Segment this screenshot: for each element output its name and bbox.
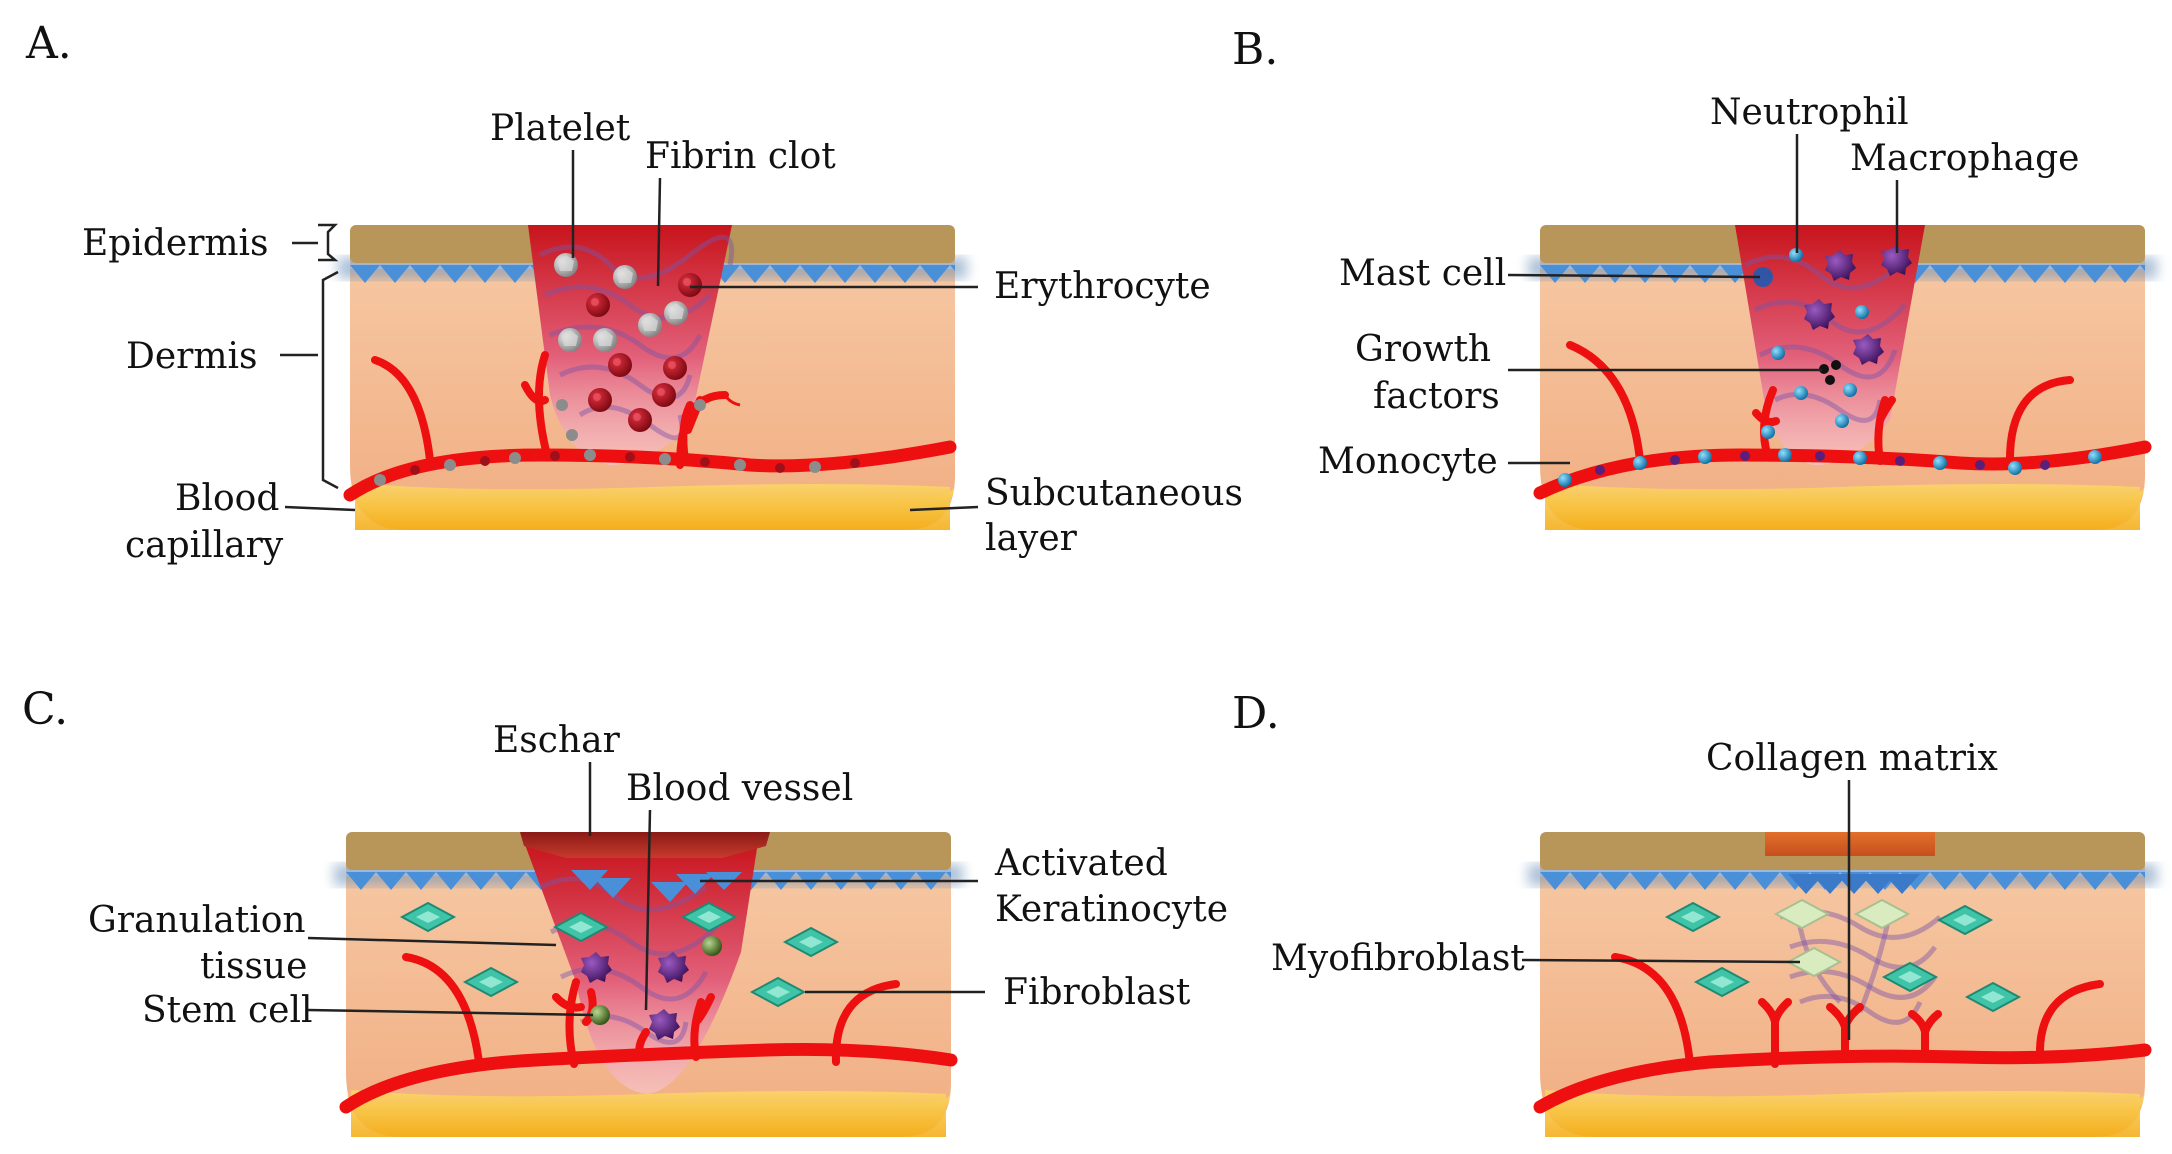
panel-a: A. bbox=[25, 18, 1243, 566]
label-tissue: tissue bbox=[200, 946, 307, 987]
panel-a-skin-block bbox=[338, 225, 967, 530]
label-dermis: Dermis bbox=[126, 336, 258, 377]
label-capillary: capillary bbox=[125, 525, 284, 566]
panel-b: B. bbox=[1232, 24, 2157, 530]
eschar-shape bbox=[520, 832, 770, 858]
label-layer: layer bbox=[985, 518, 1078, 559]
label-subcutaneous: Subcutaneous bbox=[985, 473, 1243, 514]
label-fibroblast: Fibroblast bbox=[1003, 972, 1191, 1013]
panel-b-skin-block bbox=[1528, 225, 2157, 530]
label-factors: factors bbox=[1373, 376, 1500, 417]
label-epidermis: Epidermis bbox=[82, 223, 269, 264]
panel-c-skin-block bbox=[334, 832, 963, 1137]
label-myofibroblast: Myofibroblast bbox=[1271, 938, 1525, 979]
label-growth: Growth bbox=[1355, 329, 1491, 370]
label-macrophage: Macrophage bbox=[1850, 138, 2079, 179]
label-granulation: Granulation bbox=[88, 900, 306, 941]
panel-c-letter: C. bbox=[22, 684, 68, 735]
label-erythrocyte: Erythrocyte bbox=[994, 266, 1211, 307]
label-monocyte: Monocyte bbox=[1318, 441, 1498, 482]
label-collagen-matrix: Collagen matrix bbox=[1706, 738, 1998, 779]
label-platelet: Platelet bbox=[490, 108, 631, 149]
label-neutrophil: Neutrophil bbox=[1710, 92, 1909, 133]
label-blood: Blood bbox=[175, 478, 279, 519]
panel-a-letter: A. bbox=[25, 18, 72, 69]
panel-d-letter: D. bbox=[1232, 688, 1280, 739]
label-keratinocyte: Keratinocyte bbox=[995, 889, 1228, 930]
label-stem-cell: Stem cell bbox=[142, 990, 313, 1031]
panel-a-capillary bbox=[343, 440, 957, 502]
label-activated: Activated bbox=[994, 843, 1168, 884]
panel-b-wound bbox=[1735, 225, 1925, 465]
panel-d-skin-block bbox=[1528, 832, 2157, 1137]
panel-b-letter: B. bbox=[1232, 24, 1278, 75]
panel-c: C. bbox=[22, 684, 1228, 1137]
label-blood-vessel: Blood vessel bbox=[626, 768, 853, 809]
label-eschar: Eschar bbox=[493, 720, 621, 761]
label-fibrin-clot: Fibrin clot bbox=[645, 136, 836, 177]
label-mast-cell: Mast cell bbox=[1339, 253, 1506, 294]
panel-d: D. bbox=[1232, 688, 2157, 1137]
